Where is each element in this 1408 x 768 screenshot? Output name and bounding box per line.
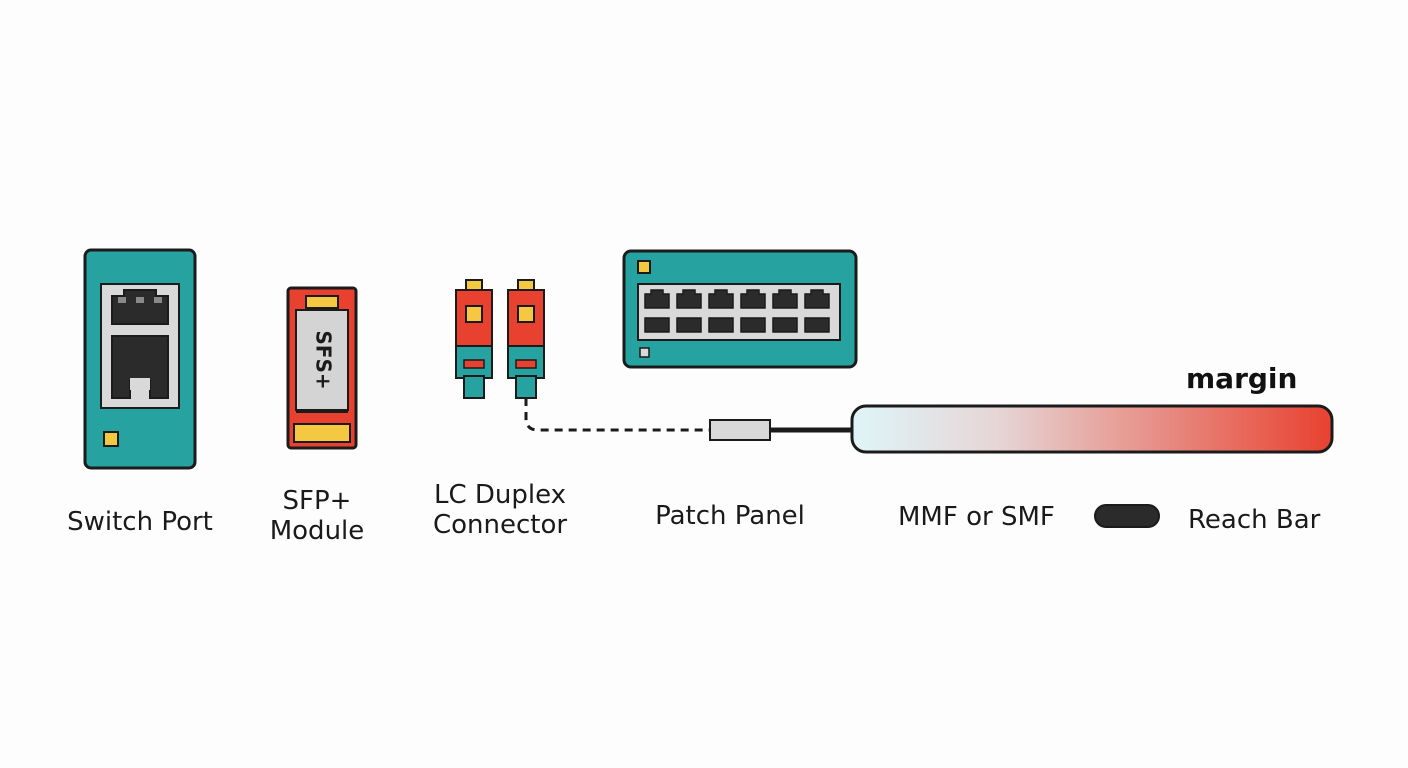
reach-bar-fill [850, 404, 1334, 454]
patch-panel-port-top [676, 289, 702, 309]
margin-label: margin [1186, 362, 1298, 395]
patch-panel-port-bottom [772, 317, 798, 333]
patch-panel-port-top [772, 289, 798, 309]
patch-panel-port-top [644, 289, 670, 309]
sfp-body-text: SFS+ [312, 330, 336, 389]
patch-panel-port-top [804, 289, 830, 309]
patch-panel-port-top [708, 289, 734, 309]
sfp-module-label: SFP+ Module [252, 486, 382, 546]
patch-panel-port-top [740, 289, 766, 309]
reach-bar-label: Reach Bar [1188, 505, 1321, 535]
patch-panel-port-bottom [740, 317, 766, 333]
lc-label-line2: Connector [432, 510, 568, 540]
patch-panel-label: Patch Panel [655, 501, 805, 531]
fiber-type-label: MMF or SMF [898, 502, 1055, 532]
fiber-cable [524, 398, 854, 441]
patch-panel-port-bottom [708, 317, 734, 333]
sfp-label-line2: Module [269, 516, 365, 546]
switch-port-label: Switch Port [67, 507, 213, 537]
switch-port-icon [83, 248, 197, 470]
lc-connector-right [507, 279, 545, 399]
reach-bar-legend-swatch [1094, 504, 1160, 528]
reach-bar [850, 404, 1334, 454]
patch-panel-port-bottom [644, 317, 670, 333]
patch-panel-port-bottom [676, 317, 702, 333]
lc-duplex-connector-icon [455, 279, 545, 399]
lc-connector-left [455, 279, 493, 399]
patch-panel-icon [622, 249, 858, 369]
lc-duplex-connector-label: LC Duplex Connector [420, 480, 580, 540]
patch-panel-ports [644, 289, 830, 333]
sfp-label-line1: SFP+ [282, 486, 352, 516]
sfp-module-icon: SFS+ [286, 286, 358, 450]
lc-label-line1: LC Duplex [433, 480, 567, 510]
patch-panel-port-bottom [804, 317, 830, 333]
